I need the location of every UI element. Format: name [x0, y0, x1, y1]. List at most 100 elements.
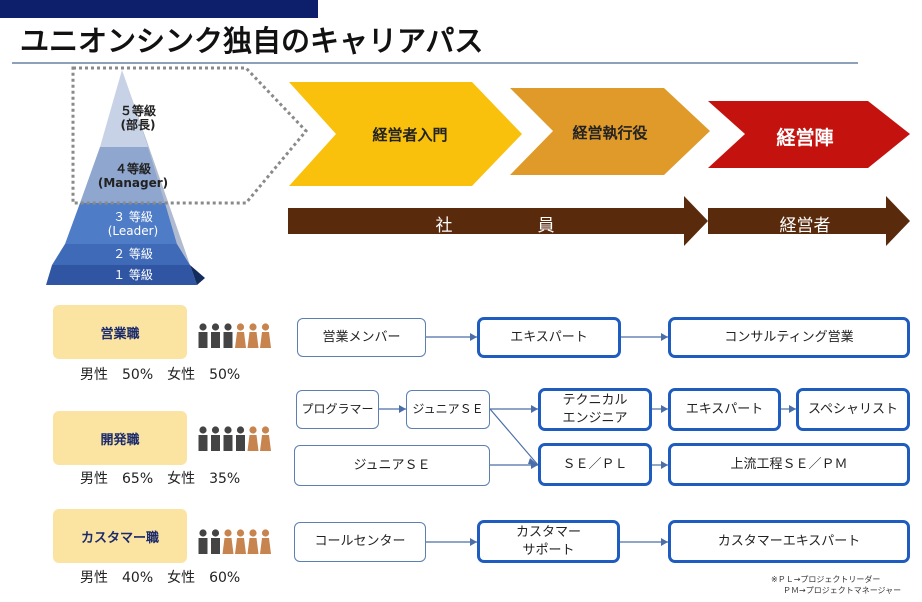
category-sales: 営業職 [53, 305, 187, 359]
pyramid-label-4: ４等級 (Manager) [88, 162, 178, 191]
female-person-icon [261, 529, 270, 537]
female-person-icon [260, 538, 271, 554]
header-bar [0, 0, 318, 18]
arrowhead [528, 458, 538, 465]
male-person-icon [236, 426, 245, 434]
node-dev-specialist: スペシャリスト [796, 388, 910, 431]
stage-chevron-2 [510, 88, 710, 175]
pyramid-level-3 [65, 203, 177, 244]
female-person-icon [235, 332, 246, 348]
node-dev-technical-engineer: テクニカル エンジニア [538, 388, 652, 431]
footnote-pl: ※ＰＬ→プロジェクトリーダー [771, 575, 881, 584]
pyramid-side-face [122, 70, 190, 265]
connectors [379, 336, 796, 543]
arrowhead [399, 405, 406, 413]
male-person-icon [223, 332, 233, 348]
footnote-pm: ＰＭ→プロジェクトマネージャー [783, 586, 902, 595]
node-customer-callcenter: コールセンター [294, 522, 426, 562]
level-sub: (Manager) [97, 176, 169, 191]
male-person-icon [236, 435, 245, 451]
male-person-icon [199, 426, 207, 434]
node-dev-junior-se: ジュニアＳＥ [406, 390, 490, 429]
female-person-icon [260, 435, 271, 451]
male-person-icon [224, 426, 232, 434]
node-sales-consulting: コンサルティング営業 [668, 317, 910, 358]
female-person-icon [247, 332, 259, 348]
arrowheads [399, 333, 796, 546]
people-icons-dev [198, 426, 271, 451]
arrowhead [661, 538, 668, 546]
node-sales-member: 営業メンバー [297, 318, 426, 357]
employee-label: 社 員 [435, 216, 555, 236]
stage-label-2: 経営執行役 [572, 124, 648, 142]
female-person-icon [261, 426, 270, 434]
arrowhead [789, 405, 796, 413]
stage-chevron-3 [708, 101, 910, 168]
pyramid-label-3: ３ 等級 (Leader) [88, 210, 178, 239]
male-person-icon [211, 323, 220, 331]
node-dev-junior-se-2: ジュニアＳＥ [294, 445, 490, 486]
female-person-icon [261, 323, 270, 331]
male-person-icon [198, 332, 208, 348]
page-title: ユニオンシンク独自のキャリアパス [20, 24, 484, 58]
pyramid-label-5: ５等級 (部長) [108, 104, 168, 133]
pyramid-base-shade [190, 265, 205, 285]
category-customer: カスタマー職 [53, 509, 187, 563]
stage-chevron-1 [289, 82, 522, 186]
pyramid-level-5 [100, 70, 148, 147]
female-person-icon [236, 323, 245, 331]
female-person-icon [247, 538, 259, 554]
female-person-icon [260, 332, 271, 348]
node-customer-expert: カスタマーエキスパート [668, 520, 910, 563]
arrowhead [531, 405, 538, 413]
level-name: ３ 等級 [113, 210, 153, 224]
level-name: ４等級 [114, 162, 151, 176]
male-person-icon [211, 538, 220, 554]
male-person-icon [199, 529, 207, 537]
gender-ratio-customer: 男性 40% 女性 60% [80, 570, 241, 586]
category-dev: 開発職 [53, 411, 187, 465]
pyramid-side-shade [122, 70, 197, 285]
male-person-icon [211, 529, 220, 537]
stage-label-1: 経営者入門 [372, 126, 448, 144]
pyramid-label-1: １ 等級 [113, 268, 153, 282]
female-person-icon [247, 435, 259, 451]
arrowhead [661, 405, 668, 413]
male-person-icon [211, 332, 220, 348]
gender-ratio-sales: 男性 50% 女性 50% [80, 367, 241, 383]
female-person-icon [249, 426, 257, 434]
pyramid-level-4 [80, 147, 165, 203]
gender-ratio-dev: 男性 65% 女性 35% [80, 471, 241, 487]
stage-label-3: 経営陣 [776, 127, 834, 149]
people-icons-sales [198, 323, 271, 348]
female-person-icon [249, 529, 257, 537]
manager-label: 経営者 [779, 216, 831, 236]
male-person-icon [224, 323, 232, 331]
male-person-icon [211, 426, 220, 434]
node-dev-expert: エキスパート [668, 388, 781, 431]
pyramid-level-2 [52, 244, 190, 265]
node-sales-expert: エキスパート [477, 317, 621, 358]
arrowhead [661, 333, 668, 341]
arrowhead [470, 333, 477, 341]
employee-arrow [288, 196, 708, 246]
female-person-icon [222, 538, 234, 554]
node-dev-se-pl: ＳＥ／ＰＬ [538, 443, 652, 486]
connector [489, 408, 539, 466]
female-person-icon [224, 529, 232, 537]
manager-arrow [708, 196, 910, 246]
level-sub: (Leader) [107, 224, 159, 239]
male-person-icon [199, 323, 207, 331]
arrowhead [661, 461, 668, 469]
title-divider [12, 62, 858, 64]
female-person-icon [235, 538, 246, 554]
level-name: ５等級 [119, 104, 156, 118]
male-person-icon [223, 435, 233, 451]
people-icons-customer [198, 529, 271, 554]
pyramid-level-1 [46, 265, 197, 285]
male-person-icon [198, 538, 208, 554]
arrowhead [531, 461, 538, 469]
female-person-icon [249, 323, 257, 331]
level-sub: (部長) [120, 118, 156, 133]
